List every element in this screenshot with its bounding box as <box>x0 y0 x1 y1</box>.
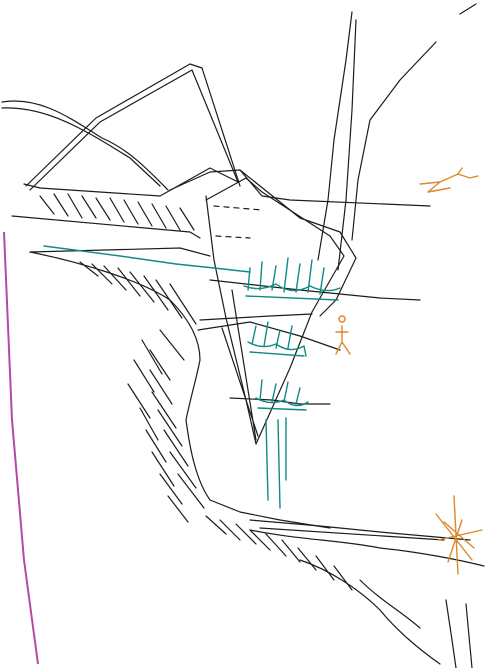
spire-line <box>317 11 353 261</box>
cliff-hatching <box>79 261 197 325</box>
spire-line <box>459 3 477 15</box>
person-glyph <box>335 315 351 355</box>
spire-line <box>351 41 437 241</box>
cliff-hatching <box>39 193 195 231</box>
structure-outline <box>205 195 345 445</box>
sun-glyph <box>435 495 483 575</box>
ground-line <box>299 559 441 665</box>
teal-waterline <box>43 245 251 273</box>
margin-line <box>3 231 39 665</box>
cliff-hatching <box>127 329 205 509</box>
ground-hatching <box>205 515 353 591</box>
teal-stem <box>265 417 287 509</box>
teal-overlay <box>43 245 341 509</box>
spire-line <box>337 19 357 271</box>
platform-line <box>199 313 313 321</box>
ridge-line <box>23 69 239 197</box>
ground-line <box>249 519 471 541</box>
orange-figures <box>335 167 483 575</box>
cliff-hatching <box>139 407 189 523</box>
bird-glyph <box>419 167 479 193</box>
platform-line <box>197 321 341 351</box>
ridge-line <box>25 63 241 187</box>
structure-outline <box>205 177 331 237</box>
structure-outline <box>221 289 259 441</box>
teal-vegetation <box>255 379 309 411</box>
cliff-ledge <box>11 215 211 257</box>
sketch-ink <box>1 3 485 668</box>
ridge-line <box>1 100 169 191</box>
dashed-line <box>213 205 263 239</box>
ground-line <box>445 599 473 668</box>
platform-line <box>209 279 421 301</box>
ridge-line <box>169 169 431 207</box>
teal-vegetation <box>243 257 341 301</box>
teal-vegetation <box>247 321 307 357</box>
cliff-face <box>29 251 331 529</box>
ground-line <box>259 527 445 541</box>
